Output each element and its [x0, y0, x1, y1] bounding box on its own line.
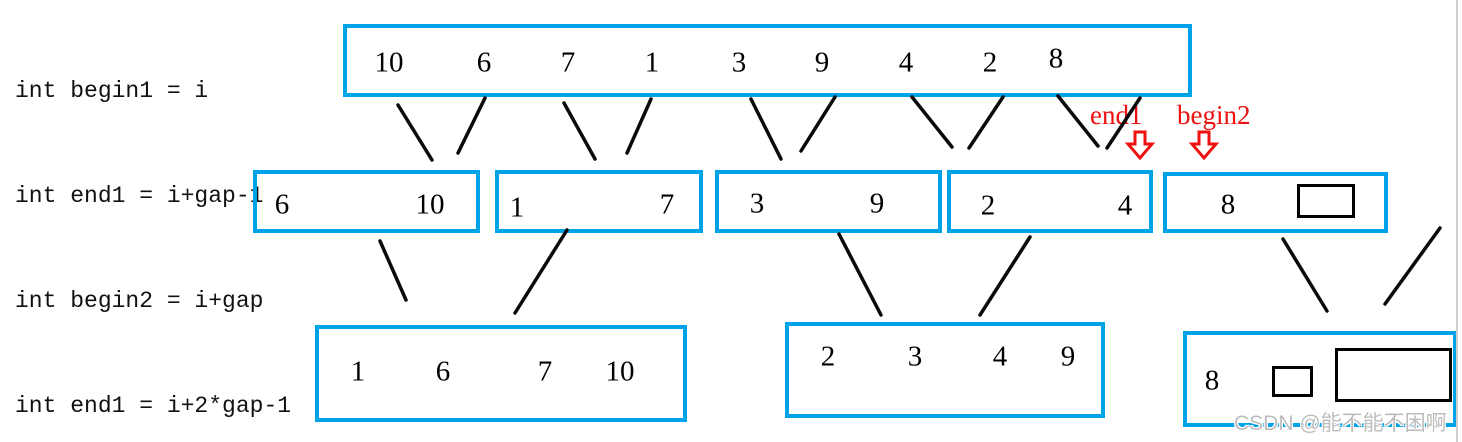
array-value: 10	[374, 46, 404, 79]
array-value: 7	[560, 46, 576, 79]
code-snippet: int begin1 = i int end1 = i+gap-1 int be…	[15, 4, 291, 442]
array-value: 4	[1117, 189, 1133, 222]
merge-pair-box-4	[947, 170, 1153, 233]
connector-line	[967, 95, 1005, 150]
merged-box-2	[785, 322, 1105, 418]
connector-line	[396, 103, 434, 162]
array-value: 9	[1060, 340, 1076, 373]
merge-pair-box-1	[253, 170, 480, 233]
page-edge-divider	[1456, 0, 1458, 442]
merged-box-1	[315, 325, 687, 422]
array-value: 7	[537, 355, 553, 388]
connector-line	[1281, 237, 1329, 313]
array-value: 3	[749, 187, 765, 220]
connector-line	[625, 97, 653, 155]
connector-line	[1383, 226, 1442, 306]
code-line: int end1 = i+2*gap-1	[15, 393, 292, 419]
down-arrow-icon	[1188, 130, 1220, 161]
end1-label: end1	[1090, 100, 1143, 130]
merge-pair-box-2	[495, 170, 703, 233]
merged-box-3	[1183, 331, 1457, 427]
merge-pair-box-3	[715, 170, 942, 233]
connector-line	[749, 97, 783, 161]
code-line: int begin1 = i	[15, 78, 209, 104]
array-value: 8	[1220, 188, 1236, 221]
connector-line	[456, 96, 487, 155]
array-value: 10	[605, 355, 635, 388]
array-value: 8	[1204, 364, 1220, 397]
array-value: 3	[907, 340, 923, 373]
connector-line	[562, 101, 597, 161]
top-array-box	[343, 24, 1192, 97]
array-value: 9	[869, 187, 885, 220]
array-value: 6	[476, 46, 492, 79]
empty-slot-rect	[1297, 184, 1355, 218]
empty-slot-large-rect	[1335, 348, 1452, 402]
array-value: 6	[274, 188, 290, 221]
array-value: 1	[644, 46, 660, 79]
merge-pair-box-5	[1163, 172, 1388, 233]
array-value: 4	[992, 340, 1008, 373]
connector-line	[378, 239, 408, 302]
array-value: 8	[1048, 42, 1064, 75]
array-value: 7	[659, 188, 675, 221]
begin2-label: begin2	[1177, 100, 1251, 130]
connector-line	[799, 95, 837, 153]
array-value: 1	[509, 191, 525, 224]
array-value: 1	[350, 355, 366, 388]
array-value: 2	[982, 46, 998, 79]
connector-line	[837, 232, 883, 317]
down-arrow-icon	[1124, 130, 1156, 161]
array-value: 2	[980, 189, 996, 222]
array-value: 3	[731, 46, 747, 79]
connector-line	[513, 228, 569, 315]
code-line: int begin2 = i+gap	[15, 288, 264, 314]
array-value: 10	[415, 188, 445, 221]
empty-slot-small-rect	[1272, 366, 1313, 397]
watermark: CSDN @能不能不困啊	[1234, 412, 1447, 435]
array-value: 6	[435, 355, 451, 388]
array-value: 2	[820, 340, 836, 373]
connector-line	[978, 235, 1032, 317]
code-line: int end1 = i+gap-1	[15, 183, 264, 209]
connector-line	[910, 95, 954, 149]
array-value: 4	[898, 46, 914, 79]
array-value: 9	[814, 46, 830, 79]
